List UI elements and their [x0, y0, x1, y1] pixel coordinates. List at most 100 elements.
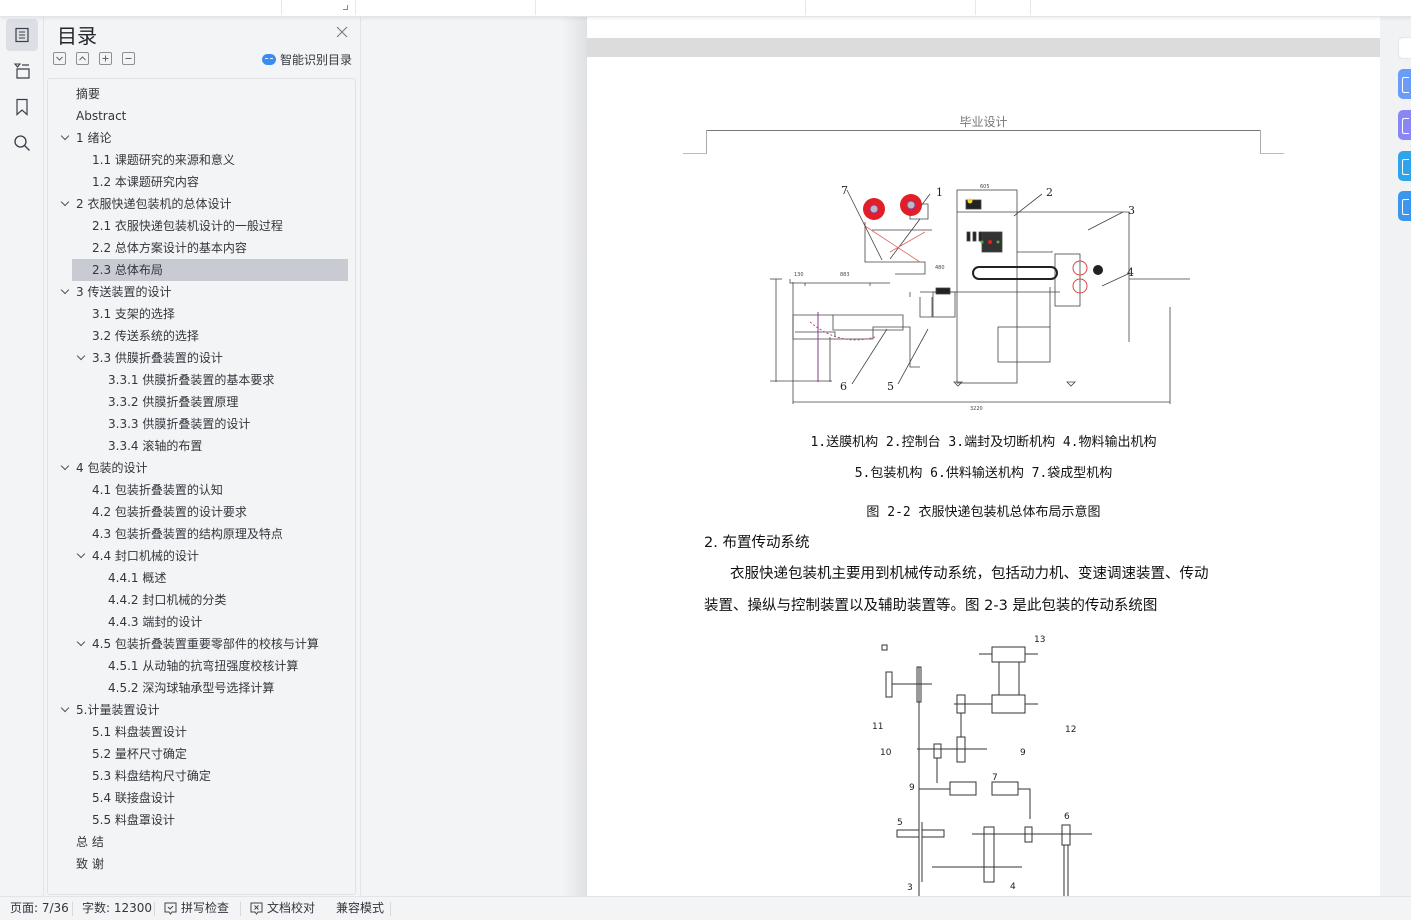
figure-label: 6	[840, 380, 847, 393]
toc-item[interactable]: 5.1 料盘装置设计	[92, 721, 187, 743]
figure-label: 10	[880, 748, 892, 758]
paragraph-line: 衣服快递包装机主要用到机械传动系统，包括动力机、变速调速装置、传动	[730, 566, 1209, 582]
toc-item[interactable]: 4.2 包装折叠装置的设计要求	[92, 501, 247, 523]
toc-item-label: 3.3 供膜折叠装置的设计	[92, 351, 223, 365]
proofread-label: 文档校对	[267, 901, 316, 915]
chevron-down-icon[interactable]	[60, 198, 72, 210]
expand-all-button[interactable]	[53, 52, 66, 65]
toc-item[interactable]: 1 绪论	[60, 127, 111, 149]
close-icon[interactable]	[335, 25, 349, 39]
chevron-down-icon[interactable]	[76, 352, 88, 364]
rail-bookmark-button[interactable]	[6, 91, 38, 123]
toc-item[interactable]: 4.5 包装折叠装置重要零部件的校核与计算	[76, 633, 319, 655]
toc-item[interactable]: 4 包装的设计	[60, 457, 147, 479]
toc-item[interactable]: Abstract	[76, 105, 126, 127]
chevron-down-icon[interactable]	[76, 638, 88, 650]
figure-label: 13	[1034, 635, 1045, 645]
toc-item[interactable]: 4.4.2 封口机械的分类	[108, 589, 226, 611]
figure-legend-line-1: 1.送膜机构 2.控制台 3.端封及切断机构 4.物料输出机构	[810, 435, 1157, 450]
spell-check-button[interactable]: 拼写检查	[164, 897, 229, 920]
toc-item-label: 3.3.1 供膜折叠装置的基本要求	[108, 373, 275, 387]
toc-item[interactable]: 总 结	[76, 831, 104, 853]
toc-item[interactable]: 4.4.1 概述	[108, 567, 166, 589]
search-icon	[13, 134, 31, 152]
remove-item-button[interactable]	[122, 52, 135, 65]
toc-item[interactable]: 3.3.2 供膜折叠装置原理	[108, 391, 238, 413]
toc-item[interactable]: 1.2 本课题研究内容	[92, 171, 199, 193]
rail-toc-button[interactable]	[6, 19, 38, 51]
outline-icon	[13, 62, 31, 80]
toolbar-divider	[281, 0, 282, 15]
toolbar-divider	[975, 0, 976, 15]
page-number-text: 页面: 7/36	[10, 901, 69, 915]
chevron-down-icon[interactable]	[76, 550, 88, 562]
proofread-button[interactable]: 文档校对	[250, 897, 315, 920]
figure-machine-layout: 7 1 2 3 4 5 6 605 130 883 480 3220	[770, 184, 1190, 412]
side-tool-button-4[interactable]	[1398, 191, 1411, 221]
toc-item[interactable]: 3 传送装置的设计	[60, 281, 171, 303]
toc-item[interactable]: 5.4 联接盘设计	[92, 787, 175, 809]
toc-item[interactable]: 3.2 传送系统的选择	[92, 325, 199, 347]
side-tool-button-3[interactable]	[1398, 151, 1411, 181]
toc-item[interactable]: 4.4 封口机械的设计	[76, 545, 199, 567]
toc-item[interactable]: 4.5.1 从动轴的抗弯扭强度校核计算	[108, 655, 298, 677]
rail-search-button[interactable]	[6, 127, 38, 159]
toc-item-label: 5.4 联接盘设计	[92, 791, 175, 805]
dimension-label: 605	[980, 184, 990, 190]
toc-item[interactable]: 3.3.1 供膜折叠装置的基本要求	[108, 369, 274, 391]
figure-label: 6	[1064, 812, 1070, 822]
toc-item[interactable]: 2.2 总体方案设计的基本内容	[92, 237, 247, 259]
toc-item-label: 4.5.2 深沟球轴承型号选择计算	[108, 681, 275, 695]
toc-item[interactable]: 3.3 供膜折叠装置的设计	[76, 347, 223, 369]
toc-item[interactable]: 2.3 总体布局	[72, 259, 348, 281]
figure-label: 4	[1010, 882, 1016, 892]
toc-item[interactable]: 3.3.3 供膜折叠装置的设计	[108, 413, 250, 435]
chevron-down-icon[interactable]	[60, 462, 72, 474]
compat-mode-label: 兼容模式	[336, 901, 385, 915]
page-indicator[interactable]: 页面: 7/36	[10, 897, 69, 920]
toc-item[interactable]: 1.1 课题研究的来源和意义	[92, 149, 235, 171]
toc-item[interactable]: 4.1 包装折叠装置的认知	[92, 479, 223, 501]
figure-label: 1	[936, 186, 943, 199]
spell-check-icon	[164, 902, 177, 915]
side-tool-button-1[interactable]	[1398, 69, 1411, 99]
toc-item[interactable]: 摘要	[76, 83, 100, 105]
figure-label: 4	[1127, 266, 1134, 279]
toc-item[interactable]: 4.3 包装折叠装置的结构原理及特点	[92, 523, 283, 545]
left-rail	[0, 17, 44, 896]
toc-item[interactable]: 4.4.3 端封的设计	[108, 611, 202, 633]
toc-item[interactable]: 4.5.2 深沟球轴承型号选择计算	[108, 677, 274, 699]
collapse-all-button[interactable]	[76, 52, 89, 65]
smart-recognize-toc-button[interactable]: 智能识别目录	[261, 51, 352, 68]
add-item-button[interactable]	[99, 52, 112, 65]
toc-item[interactable]: 5.3 料盘结构尺寸确定	[92, 765, 211, 787]
toc-item[interactable]: 5.计量装置设计	[60, 699, 159, 721]
chevron-down-icon[interactable]	[60, 132, 72, 144]
plus-icon	[102, 55, 109, 62]
page-shadow	[562, 17, 587, 896]
side-tool-button-2[interactable]	[1398, 110, 1411, 140]
toc-item[interactable]: 5.5 料盘罩设计	[92, 809, 175, 831]
toc-item-label: 4.4 封口机械的设计	[92, 549, 199, 563]
word-count[interactable]: 字数: 12300	[82, 897, 152, 920]
proofread-icon	[250, 902, 263, 915]
toc-item[interactable]: 5.2 量杯尺寸确定	[92, 743, 187, 765]
toc-icon	[14, 27, 30, 43]
dimension-label: 480	[935, 265, 945, 271]
toc-item[interactable]: 3.1 支架的选择	[92, 303, 175, 325]
figure-label: 9	[909, 783, 915, 793]
status-divider	[240, 902, 241, 916]
collapse-rail-button[interactable]	[1398, 37, 1411, 59]
chevron-down-icon[interactable]	[60, 704, 72, 716]
toc-item[interactable]: 2.1 衣服快递包装机设计的一般过程	[92, 215, 283, 237]
toc-item[interactable]: 2 衣服快递包装机的总体设计	[60, 193, 231, 215]
toc-item[interactable]: 致 谢	[76, 853, 104, 875]
toc-item-label: 4.1 包装折叠装置的认知	[92, 483, 223, 497]
toc-item-label: 4.5.1 从动轴的抗弯扭强度校核计算	[108, 659, 299, 673]
toc-item-label: 致 谢	[76, 857, 104, 871]
toc-item[interactable]: 3.3.4 滚轴的布置	[108, 435, 202, 457]
rail-outline-button[interactable]	[6, 55, 38, 87]
header-corner	[1260, 153, 1284, 154]
dialog-launcher-icon[interactable]	[343, 5, 348, 10]
chevron-down-icon[interactable]	[60, 286, 72, 298]
